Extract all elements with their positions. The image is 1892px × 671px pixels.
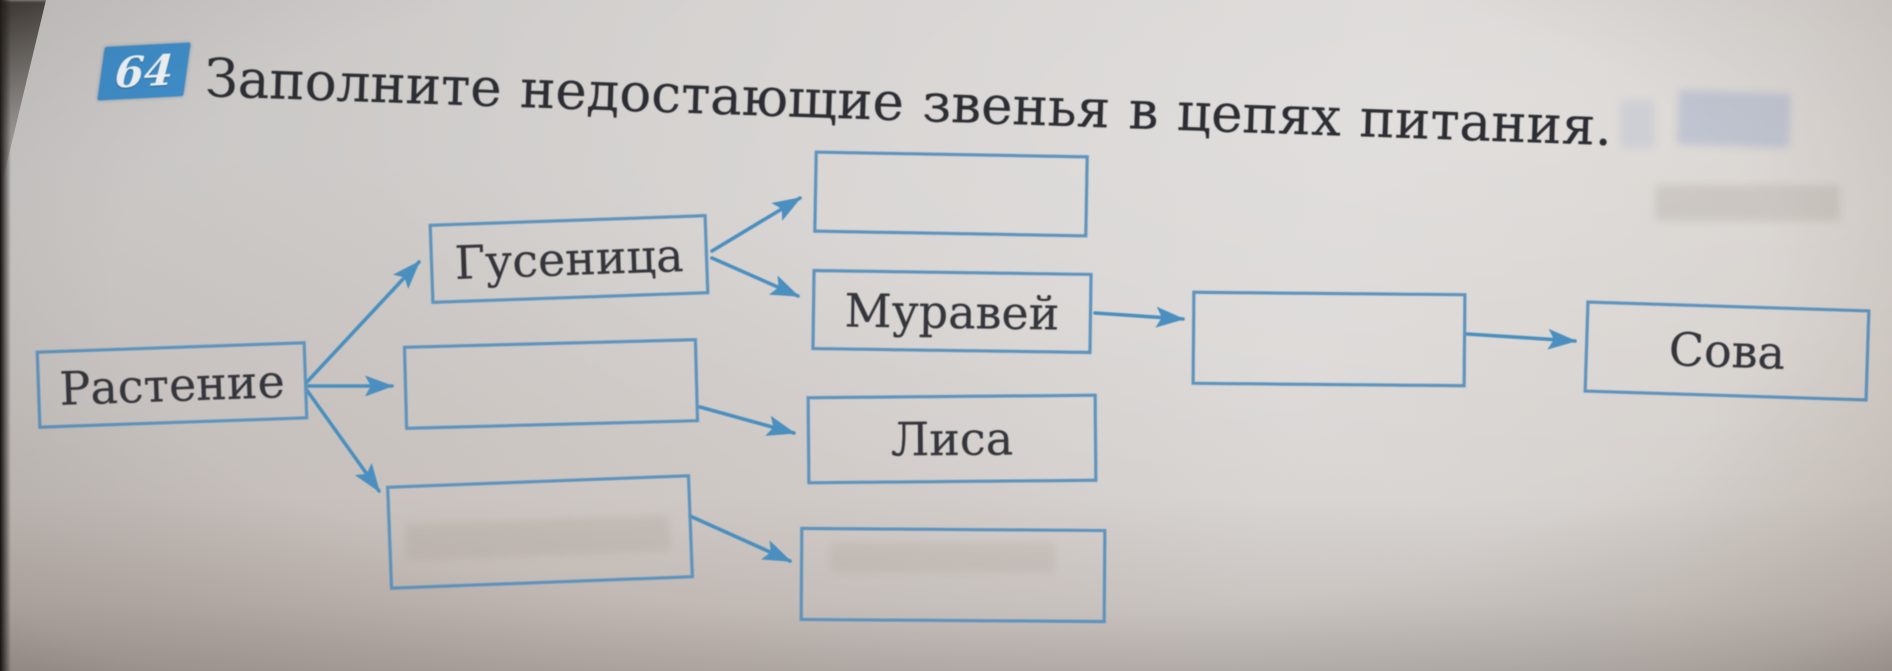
exercise-number-badge: 64 xyxy=(97,42,191,101)
node-caterpillar: Гусеница xyxy=(428,214,710,304)
arrow-blank-bottom-left-to-blank-bottom-right xyxy=(688,514,792,563)
bleed-through-artifact xyxy=(830,543,1055,573)
node-blank-after-ant xyxy=(1191,290,1467,388)
node-owl: Сова xyxy=(1583,300,1871,402)
arrow-ant-to-blank-after-ant xyxy=(1093,306,1185,328)
exercise-title: Заполните недостающие звенья в цепях пит… xyxy=(203,48,1614,159)
node-blank-after-plant-mid xyxy=(402,338,700,430)
arrow-caterpillar-to-ant xyxy=(710,256,800,298)
arrow-plant-to-caterpillar xyxy=(304,260,421,385)
bleed-through-artifact xyxy=(1677,90,1791,148)
exercise-number: 64 xyxy=(113,45,175,98)
node-blank-after-caterpillar xyxy=(813,150,1089,238)
arrow-blank-mid-to-fox xyxy=(698,405,796,436)
node-label: Сова xyxy=(1668,322,1786,380)
title-word: звенья xyxy=(921,73,1112,141)
title-word: Заполните xyxy=(203,48,503,120)
arrow-blank-after-ant-to-owl xyxy=(1465,328,1577,350)
arrow-plant-to-blank-bottom-left xyxy=(304,387,381,493)
node-ant: Муравей xyxy=(811,269,1093,354)
title-word: питания. xyxy=(1358,88,1614,159)
node-fox: Лиса xyxy=(806,393,1098,485)
node-plant: Растение xyxy=(35,341,309,429)
node-label: Гусеница xyxy=(453,228,685,290)
bleed-through-artifact xyxy=(1620,100,1654,148)
arrow-caterpillar-to-blank-top xyxy=(710,196,802,253)
node-label: Лиса xyxy=(890,411,1014,467)
title-word: недостающие xyxy=(519,59,906,134)
title-word: цепях xyxy=(1176,81,1343,149)
bleed-through-artifact xyxy=(1655,185,1840,221)
node-blank-final xyxy=(799,526,1107,624)
title-word: в xyxy=(1127,80,1160,143)
photo-left-edge-shadow xyxy=(0,0,11,671)
node-label: Муравей xyxy=(844,283,1060,340)
node-label: Растение xyxy=(58,354,286,416)
